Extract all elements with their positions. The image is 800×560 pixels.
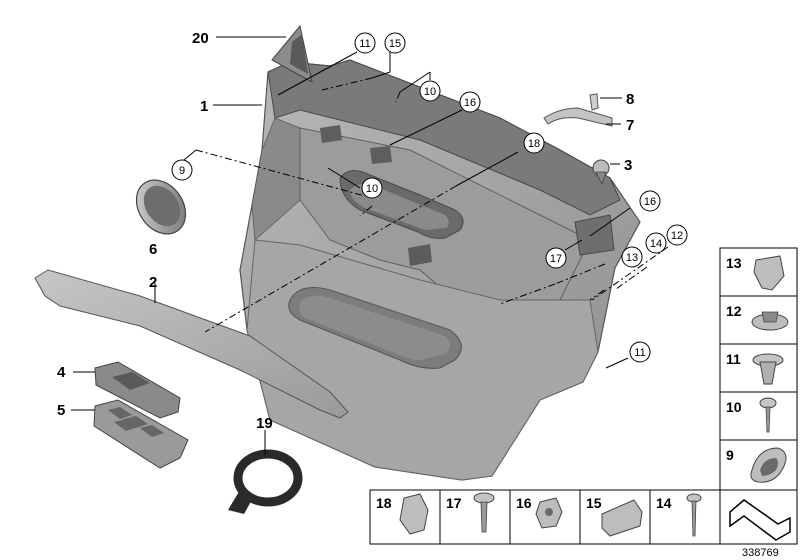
diagram-number: 338769	[742, 547, 779, 559]
panel-label-15: 15	[586, 495, 602, 511]
callout-16: 16	[644, 196, 656, 208]
screw-17-icon	[473, 492, 495, 504]
callout-1: 1	[200, 98, 208, 115]
leader-lines	[71, 36, 631, 455]
callout-4: 4	[57, 364, 66, 381]
callout-11: 11	[634, 347, 645, 359]
callout-9: 9	[179, 165, 185, 177]
fastener-panel-bottom: 18 17 16 15 14	[369, 489, 798, 545]
trim-strip	[34, 269, 349, 419]
speaker-grille-inner	[143, 185, 181, 227]
callout-20: 20	[192, 30, 209, 47]
callout-14: 14	[650, 238, 662, 250]
callout-17: 17	[550, 253, 562, 265]
window-switch-cover	[94, 361, 181, 419]
callout-10: 10	[424, 86, 436, 98]
callout-7: 7	[626, 117, 634, 134]
callout-2: 2	[149, 274, 157, 291]
panel-label-12: 12	[726, 303, 742, 319]
insulating-tape	[228, 449, 303, 514]
continuation-arrow-icon	[729, 499, 791, 541]
pin	[589, 93, 599, 111]
callout-18: 18	[528, 138, 540, 150]
panel-label-14: 14	[656, 495, 672, 511]
callout-19: 19	[256, 415, 273, 432]
callout-8: 8	[626, 91, 634, 108]
panel-label-16: 16	[516, 495, 532, 511]
door-handle	[543, 107, 613, 127]
callout-6: 6	[149, 241, 157, 258]
panel-label-10: 10	[726, 399, 742, 415]
panel-label-11: 11	[726, 351, 741, 367]
screw-10-icon	[759, 397, 777, 409]
panel-label-9: 9	[726, 447, 734, 463]
callout-16: 16	[464, 97, 476, 109]
callout-3: 3	[624, 157, 632, 174]
callout-11: 11	[359, 38, 370, 50]
clip-15-icon	[601, 499, 643, 537]
callout-13: 13	[626, 252, 638, 264]
panel-label-17: 17	[446, 495, 462, 511]
fastener-panel-right: 13 12 11 10 9	[719, 247, 798, 491]
callout-10: 10	[366, 183, 378, 195]
panel-label-18: 18	[376, 495, 392, 511]
callout-15: 15	[389, 38, 401, 50]
panel-label-13: 13	[726, 255, 742, 271]
callout-5: 5	[57, 402, 65, 419]
tweeter-cover	[271, 24, 313, 83]
door-trim-panel	[239, 59, 641, 481]
dashdot-lines	[195, 77, 669, 333]
clip-18-icon	[399, 493, 429, 535]
clip-13-icon	[753, 255, 785, 291]
callouts: 20 1 11 15 10 16 8 7 18 3 9 10 16 12 14 …	[57, 30, 688, 432]
callout-12: 12	[671, 230, 683, 242]
switch-frame	[93, 399, 189, 469]
clip	[592, 159, 610, 186]
